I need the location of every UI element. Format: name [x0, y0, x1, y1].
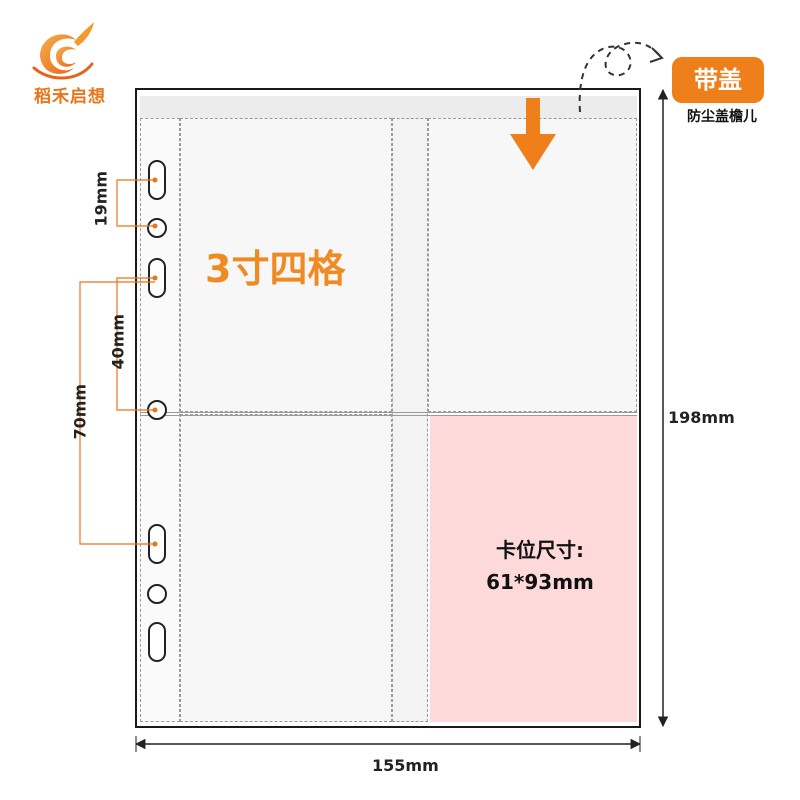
- slot-size-value: 61*93mm: [486, 570, 594, 594]
- rice-ear-logo-icon: [32, 22, 94, 80]
- width-dimension-label: 155mm: [372, 756, 439, 775]
- binder-hole-round-3: [147, 584, 167, 604]
- hole-spacing-40-label: 40mm: [108, 313, 128, 370]
- binder-hole-round-1: [147, 218, 167, 238]
- hole-spacing-19-label: 19mm: [91, 170, 111, 227]
- middle-divider-line-2: [140, 415, 637, 416]
- height-dimension-label: 198mm: [668, 408, 735, 427]
- down-arrow-icon: [510, 98, 556, 170]
- product-title: 3寸四格: [205, 247, 346, 291]
- middle-divider-line: [140, 412, 637, 413]
- brand-name: 稻禾启想: [34, 87, 106, 107]
- pocket-bottom-right-highlight: [430, 416, 637, 722]
- pocket-bottom-left: [180, 414, 392, 722]
- pocket-divider-column: [392, 118, 428, 722]
- binder-hole-slot-4: [148, 622, 166, 662]
- lid-caption: 防尘盖檐儿: [687, 109, 757, 125]
- slot-size-block: 卡位尺寸: 61*93mm: [470, 534, 610, 598]
- pocket-top-left: [180, 118, 392, 412]
- lid-badge: 带盖: [672, 57, 764, 103]
- hole-column: [140, 118, 180, 722]
- dust-lid-strip: [140, 96, 637, 118]
- hole-spacing-70-label: 70mm: [70, 383, 90, 440]
- slot-size-label: 卡位尺寸:: [496, 538, 584, 562]
